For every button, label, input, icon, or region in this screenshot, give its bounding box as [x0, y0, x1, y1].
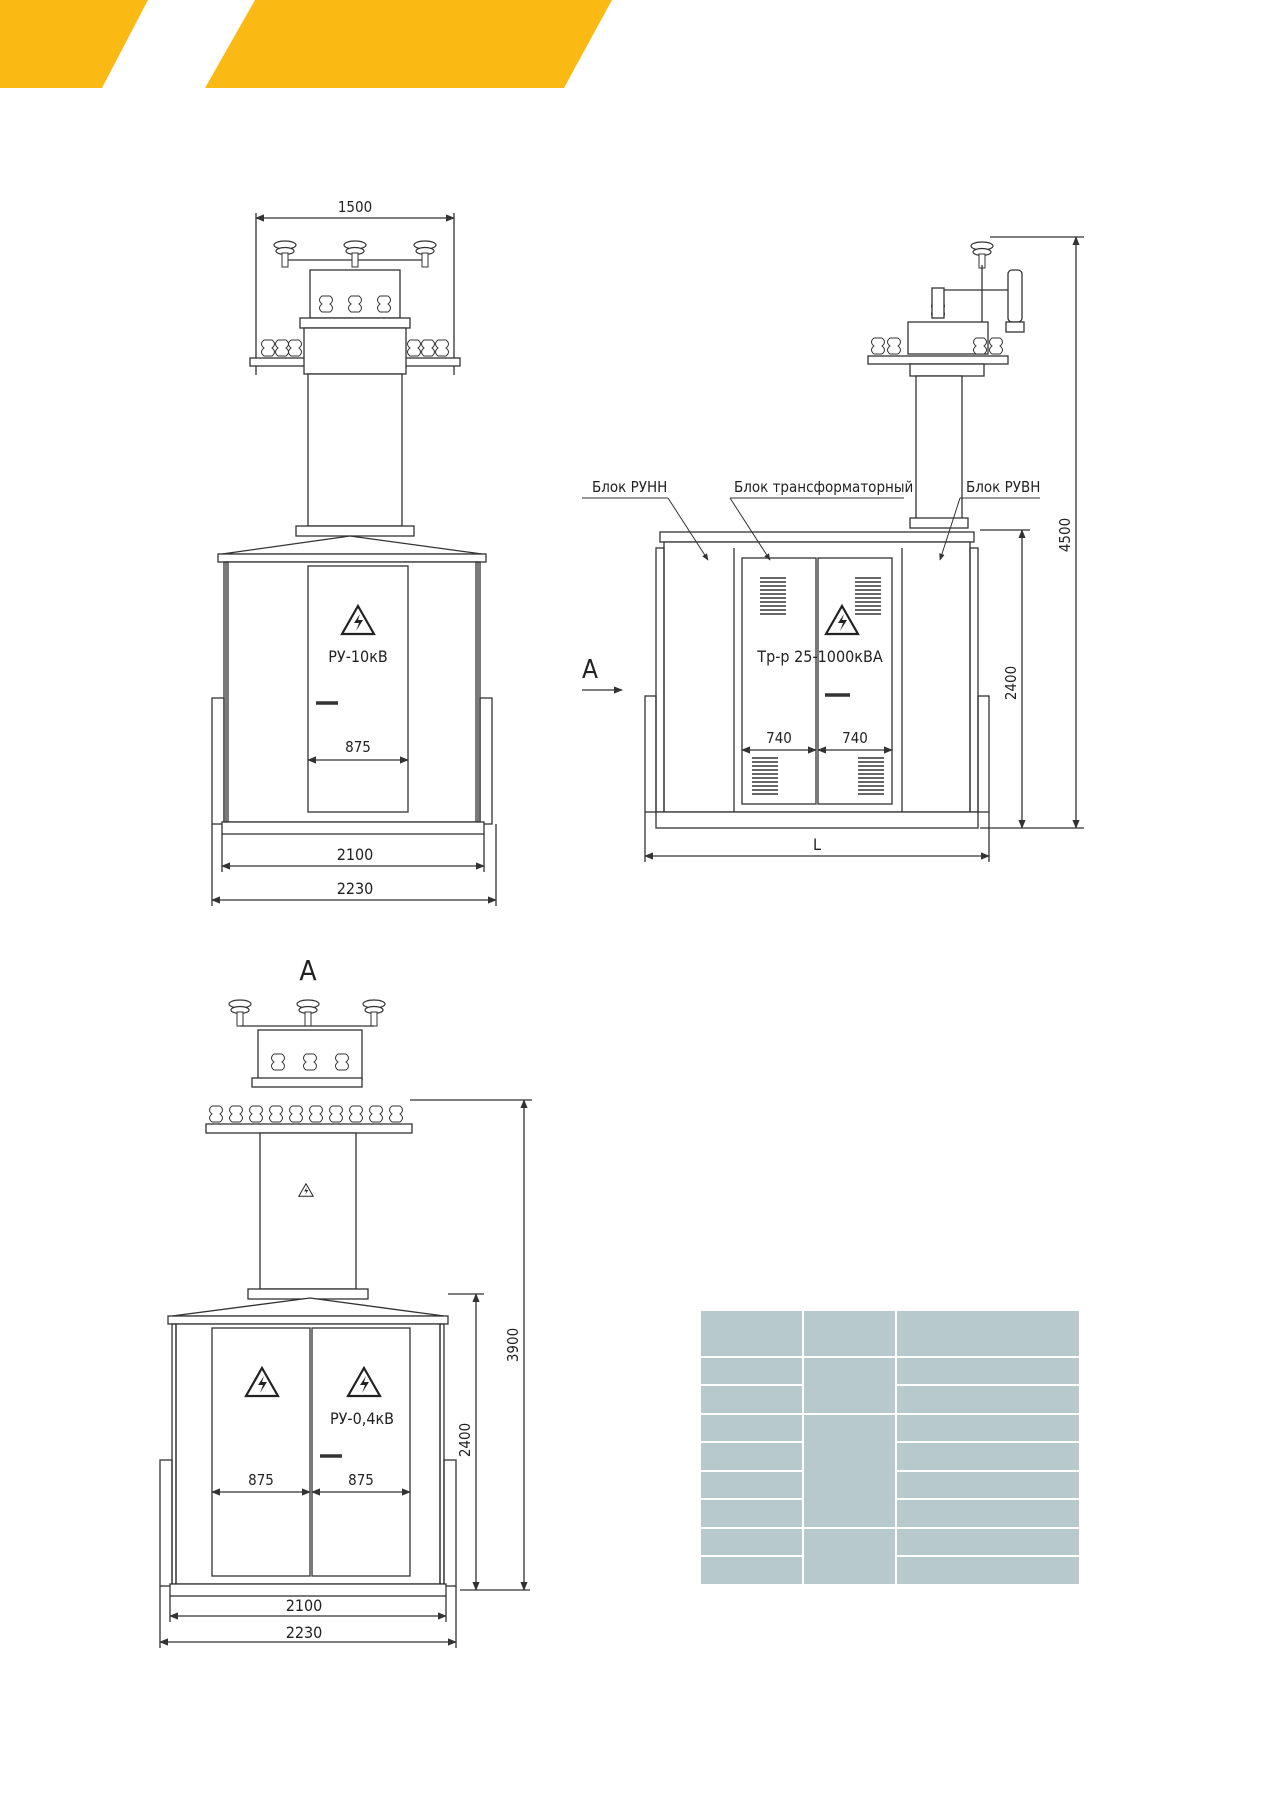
view-a — [159, 999, 532, 1648]
table-cell — [700, 1413, 803, 1443]
table-cell — [803, 1310, 896, 1357]
table-row — [700, 1556, 1080, 1585]
table-cell — [896, 1470, 1080, 1500]
header-stripe-right — [205, 0, 612, 88]
front-view — [211, 213, 497, 906]
view-a-dim-door-right: 875 — [348, 1471, 374, 1489]
table-cell — [700, 1385, 803, 1414]
front-dim-base-outer: 2230 — [337, 879, 374, 898]
table-cell — [896, 1442, 1080, 1471]
view-a-dim-door-left: 875 — [248, 1471, 274, 1489]
table-row — [700, 1470, 1080, 1500]
side-dim-door-right: 740 — [842, 729, 868, 747]
table-cell — [896, 1356, 1080, 1386]
table-cell — [700, 1310, 803, 1357]
table-cell — [896, 1499, 1080, 1528]
label-lv-block: Блок РУНН — [592, 478, 667, 496]
table-row — [700, 1499, 1080, 1528]
table-row — [700, 1527, 1080, 1585]
table-cell — [700, 1499, 803, 1528]
header-stripe-left — [0, 0, 148, 88]
label-transformer: Тр-р 25-1000кВА — [756, 647, 883, 666]
view-arrow-label: A — [582, 655, 598, 685]
table-header-row — [700, 1310, 1080, 1357]
view-a-panel-label: РУ-0,4кВ — [330, 1409, 394, 1428]
table-cell — [700, 1470, 803, 1500]
view-a-dim-base-inner: 2100 — [286, 1596, 323, 1615]
small-bushings-right — [406, 339, 450, 357]
view-a-dim-base-outer: 2230 — [286, 1623, 323, 1642]
side-dim-total-height: 4500 — [1056, 518, 1074, 552]
front-panel-label: РУ-10кВ — [328, 647, 388, 666]
table-cell — [803, 1527, 896, 1585]
table-cell — [803, 1356, 896, 1414]
spec-table — [700, 1310, 1080, 1585]
table-row — [700, 1356, 1080, 1414]
side-view — [582, 236, 1084, 862]
view-a-dim-body-height: 2400 — [456, 1423, 474, 1457]
header-stripes — [0, 0, 612, 88]
front-dim-base-inner: 2100 — [337, 845, 374, 864]
table-cell — [896, 1385, 1080, 1414]
table-cell — [896, 1310, 1080, 1357]
small-bushings-left — [260, 339, 303, 357]
side-dim-body-height: 2400 — [1002, 666, 1020, 700]
table-cell — [896, 1556, 1080, 1585]
view-a-bushings-row — [208, 1105, 404, 1123]
table-cell — [896, 1527, 1080, 1557]
table-cell — [896, 1413, 1080, 1443]
table-row — [700, 1413, 1080, 1528]
side-dim-length: L — [813, 835, 821, 854]
table-row — [700, 1385, 1080, 1414]
table-cell — [700, 1556, 803, 1585]
label-transformer-block: Блок трансформаторный — [734, 478, 913, 496]
table-cell — [700, 1527, 803, 1557]
table-cell — [700, 1356, 803, 1386]
view-a-dim-total-height: 3900 — [504, 1328, 522, 1362]
front-dim-door: 875 — [345, 738, 371, 756]
front-dim-top: 1500 — [338, 198, 372, 216]
label-hv-block: Блок РУВН — [966, 478, 1040, 496]
table-row — [700, 1442, 1080, 1471]
view-a-title: A — [299, 954, 317, 987]
side-dim-door-left: 740 — [766, 729, 792, 747]
table-cell — [803, 1413, 896, 1528]
table-cell — [700, 1442, 803, 1471]
